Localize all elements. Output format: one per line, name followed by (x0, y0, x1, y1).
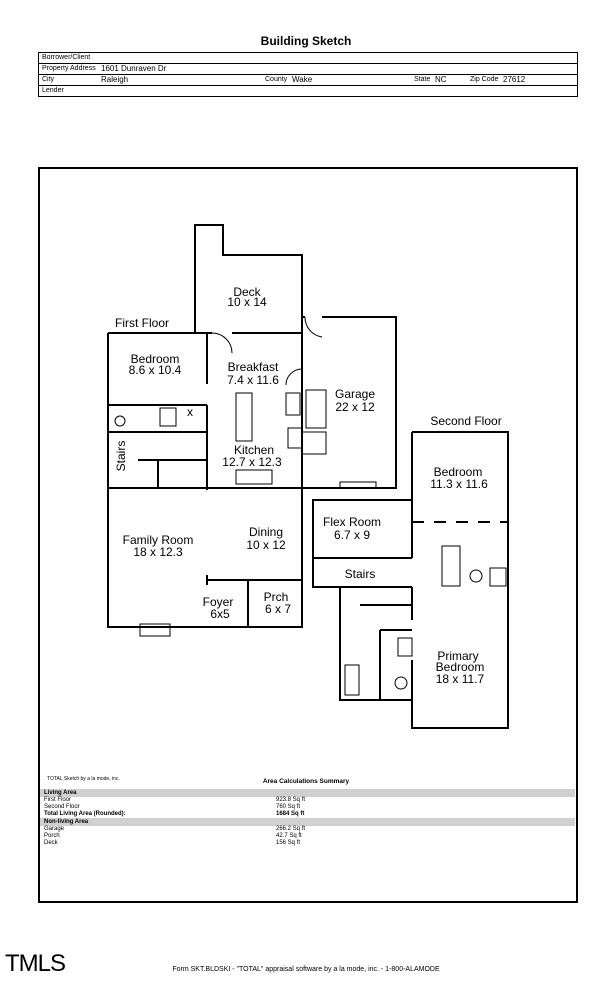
room-dims: 11.3 x 11.6 (430, 477, 488, 491)
room-name: Prch (264, 590, 289, 604)
summary-value: 923.8 Sq ft (276, 797, 306, 803)
room-name: Garage (335, 387, 375, 401)
summary-row-total: Total Living Area (Rounded): 1684 Sq ft (40, 811, 575, 818)
summary-label: Total Living Area (Rounded): (44, 811, 126, 817)
county-label: County (265, 76, 288, 83)
form-footer: Form SKT.BLDSKI - "TOTAL" appraisal soft… (172, 966, 440, 973)
summary-value: 760 Sq ft (276, 804, 301, 810)
second-floor-label: Second Floor (430, 414, 501, 428)
room-labels: First Floor Second Floor Deck 10 x 14 Be… (114, 285, 502, 686)
room-dims: Bedroom (436, 660, 485, 674)
city-value: Raleigh (101, 75, 129, 84)
room-dims: 10 x 12 (246, 538, 286, 552)
lender-row: Lender (39, 86, 577, 96)
room-name: Primary (437, 649, 478, 663)
area-summary-title: Area Calculations Summary (262, 778, 350, 785)
lender-label: Lender (42, 87, 64, 94)
borrower-label: Borrower/Client (42, 54, 91, 61)
room-name: Family Room (123, 533, 194, 547)
zip-value: 27612 (503, 75, 526, 84)
state-value: NC (435, 75, 447, 84)
city-label: City (42, 76, 55, 83)
summary-value: 266.2 Sq ft (276, 826, 306, 832)
room-dims: 12.7 x 12.3 (222, 455, 282, 469)
sketch-frame (38, 167, 578, 903)
summary-row: Porch 42.7 Sq ft (40, 833, 575, 840)
summary-value: 1684 Sq ft (276, 811, 305, 817)
summary-label: Porch (44, 833, 60, 839)
room-dims: 10 x 14 (227, 295, 267, 309)
state-label: State (414, 76, 431, 83)
room-name: Breakfast (228, 360, 279, 374)
city-row: City Raleigh County Wake State NC Zip Co… (39, 75, 577, 86)
room-name: Flex Room (323, 515, 381, 529)
address-label: Property Address (42, 65, 96, 72)
summary-label: Second Floor (44, 804, 80, 810)
summary-row: Garage 266.2 Sq ft (40, 826, 575, 833)
x-mark: x (187, 405, 193, 419)
tmls-logo: TMLS (5, 950, 66, 977)
room-name: Dining (249, 525, 283, 539)
summary-row: First Floor 923.8 Sq ft (40, 797, 575, 804)
room-name: Kitchen (234, 443, 274, 457)
room-name: 18 x 11.7 (436, 672, 485, 686)
room-dims: 6.7 x 9 (334, 528, 370, 542)
room-dims: 22 x 12 (335, 400, 375, 414)
address-value: 1601 Dunraven Dr (101, 64, 167, 73)
sketch-credit: TOTAL Sketch by a la mode, inc. (47, 776, 120, 782)
summary-value: 156 Sq ft (276, 840, 301, 846)
summary-label: Deck (44, 840, 58, 846)
property-info-box: Borrower/Client Property Address 1601 Du… (38, 52, 578, 97)
room-dims: 8.6 x 10.4 (129, 363, 182, 377)
summary-label: Garage (44, 826, 65, 832)
area-summary-table: Living Area First Floor 923.8 Sq ft Seco… (40, 789, 575, 847)
room-name: Stairs (114, 441, 128, 472)
room-name: Deck (233, 285, 261, 299)
document-title: Building Sketch (260, 34, 352, 48)
summary-value: 42.7 Sq ft (276, 833, 302, 839)
summary-row: Second Floor 760 Sq ft (40, 804, 575, 811)
room-name: Bedroom (434, 465, 483, 479)
room-dims: 7.4 x 11.6 (227, 373, 279, 387)
nonliving-area-header: Non-living Area (40, 818, 575, 826)
room-name: Foyer (203, 595, 234, 609)
address-row: Property Address 1601 Dunraven Dr (39, 64, 577, 75)
plan-walls (107, 224, 509, 729)
zip-label: Zip Code (470, 76, 499, 83)
plan-fixtures (114, 316, 507, 696)
summary-row: Deck 156 Sq ft (40, 840, 575, 847)
first-floor-label: First Floor (115, 316, 169, 330)
county-value: Wake (292, 75, 313, 84)
room-dims: 18 x 12.3 (133, 545, 183, 559)
room-dims: 6 x 7 (265, 602, 291, 616)
room-name: Stairs (345, 567, 376, 581)
summary-label: First Floor (44, 797, 71, 803)
room-name: Bedroom (131, 352, 180, 366)
borrower-row: Borrower/Client (39, 53, 577, 64)
living-area-header: Living Area (40, 789, 575, 797)
room-dims: 6x5 (210, 607, 230, 621)
